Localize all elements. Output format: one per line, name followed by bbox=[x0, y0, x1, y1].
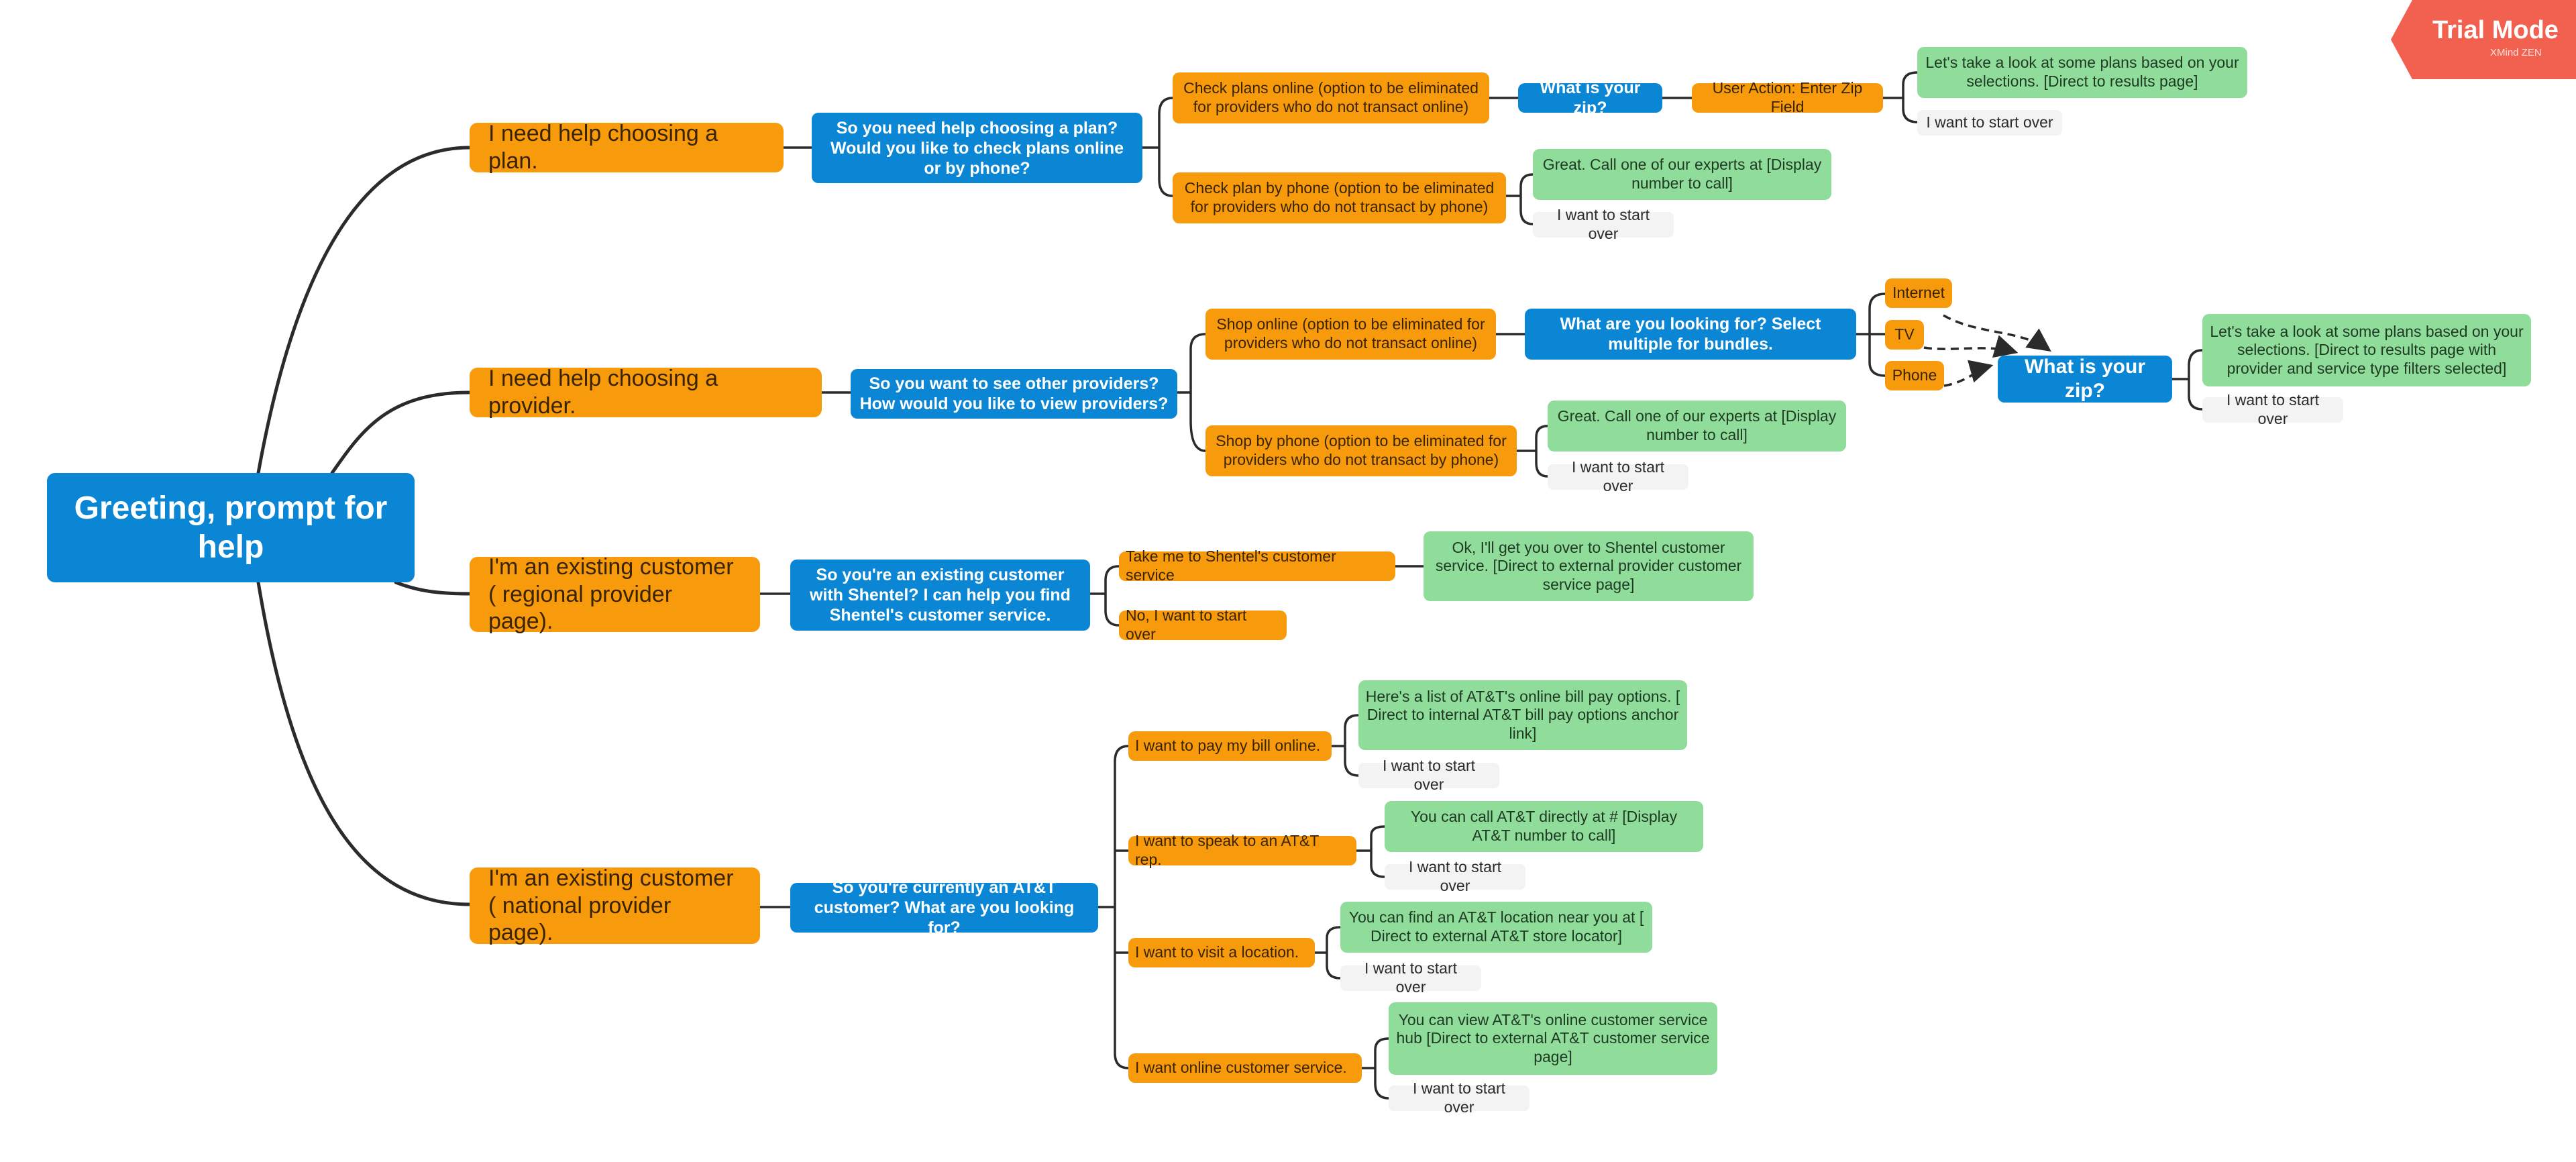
national-option-service[interactable]: I want online customer service. bbox=[1128, 1053, 1362, 1083]
provider-phone-restart[interactable]: I want to start over bbox=[1548, 458, 1688, 494]
national-question[interactable]: So you're currently an AT&T customer? Wh… bbox=[790, 878, 1098, 937]
branch-existing-national[interactable]: I'm an existing customer ( national prov… bbox=[470, 865, 760, 945]
branch-connectors bbox=[760, 71, 2203, 1100]
national-visit-result[interactable]: You can find an AT&T location near you a… bbox=[1340, 902, 1652, 953]
plan-zip-action[interactable]: User Action: Enter Zip Field bbox=[1692, 79, 1883, 115]
provider-option-internet[interactable]: Internet bbox=[1885, 278, 1952, 308]
regional-question[interactable]: So you're an existing customer with Shen… bbox=[790, 560, 1090, 631]
branch-existing-regional[interactable]: I'm an existing customer ( regional prov… bbox=[470, 554, 760, 634]
root-node[interactable]: Greeting, prompt for help bbox=[47, 473, 415, 582]
national-pay-restart[interactable]: I want to start over bbox=[1358, 757, 1499, 793]
plan-phone-result[interactable]: Great. Call one of our experts at [Displ… bbox=[1533, 149, 1831, 200]
plan-online-result[interactable]: Let's take a look at some plans based on… bbox=[1917, 47, 2247, 98]
provider-online-restart[interactable]: I want to start over bbox=[2202, 391, 2343, 427]
plan-check-phone[interactable]: Check plan by phone (option to be elimin… bbox=[1173, 172, 1506, 223]
provider-looking-question[interactable]: What are you looking for? Select multipl… bbox=[1525, 309, 1856, 360]
branch-plan[interactable]: I need help choosing a plan. bbox=[470, 121, 784, 174]
trial-mode-title: Trial Mode bbox=[2432, 16, 2559, 44]
branch-provider[interactable]: I need help choosing a provider. bbox=[470, 366, 822, 419]
national-option-rep[interactable]: I want to speak to an AT&T rep. bbox=[1128, 832, 1356, 868]
trial-mode-badge[interactable]: Trial Mode XMind ZEN bbox=[2391, 0, 2576, 79]
plan-phone-restart[interactable]: I want to start over bbox=[1533, 206, 1674, 242]
national-option-pay[interactable]: I want to pay my bill online. bbox=[1128, 731, 1332, 761]
provider-zip-question[interactable]: What is your zip? bbox=[1998, 356, 2172, 403]
regional-service-result[interactable]: Ok, I'll get you over to Shentel custome… bbox=[1424, 531, 1754, 601]
provider-option-phone[interactable]: Phone bbox=[1885, 361, 1944, 390]
national-option-visit[interactable]: I want to visit a location. bbox=[1128, 938, 1315, 967]
regional-option-restart[interactable]: No, I want to start over bbox=[1119, 606, 1287, 643]
root-curves bbox=[256, 146, 472, 906]
national-service-result[interactable]: You can view AT&T's online customer serv… bbox=[1389, 1002, 1717, 1075]
trial-mode-subtitle: XMind ZEN bbox=[2490, 47, 2542, 58]
plan-zip-question[interactable]: What is your zip? bbox=[1518, 78, 1662, 117]
national-service-restart[interactable]: I want to start over bbox=[1389, 1079, 1529, 1116]
national-pay-result[interactable]: Here's a list of AT&T's online bill pay … bbox=[1358, 680, 1687, 750]
provider-shop-phone[interactable]: Shop by phone (option to be eliminated f… bbox=[1205, 425, 1517, 476]
plan-question[interactable]: So you need help choosing a plan? Would … bbox=[812, 113, 1142, 183]
dashed-arrows bbox=[1923, 314, 2051, 387]
provider-shop-online[interactable]: Shop online (option to be eliminated for… bbox=[1205, 309, 1496, 360]
provider-question[interactable]: So you want to see other providers? How … bbox=[851, 369, 1177, 419]
provider-online-result[interactable]: Let's take a look at some plans based on… bbox=[2202, 314, 2531, 386]
provider-option-tv[interactable]: TV bbox=[1885, 320, 1924, 350]
national-rep-restart[interactable]: I want to start over bbox=[1385, 858, 1525, 894]
regional-option-service[interactable]: Take me to Shentel's customer service bbox=[1119, 547, 1395, 584]
plan-online-restart[interactable]: I want to start over bbox=[1917, 110, 2062, 136]
trial-badge-shape bbox=[2391, 0, 2576, 79]
national-rep-result[interactable]: You can call AT&T directly at # [Display… bbox=[1385, 801, 1703, 852]
provider-phone-result[interactable]: Great. Call one of our experts at [Displ… bbox=[1548, 401, 1846, 452]
plan-check-online[interactable]: Check plans online (option to be elimina… bbox=[1173, 72, 1489, 123]
national-visit-restart[interactable]: I want to start over bbox=[1340, 959, 1481, 996]
